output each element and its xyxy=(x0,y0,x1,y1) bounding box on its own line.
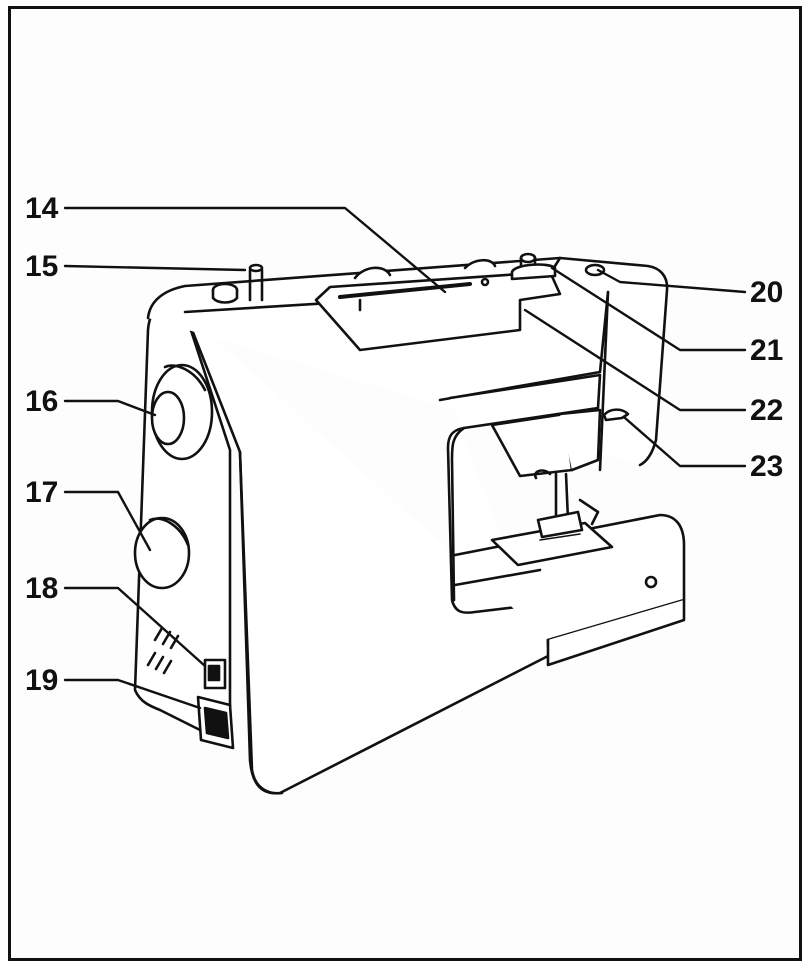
leader-16 xyxy=(63,399,157,417)
label-14: 14 xyxy=(25,192,59,225)
leader-15 xyxy=(63,264,247,272)
diagram-frame xyxy=(8,6,802,961)
leader-17 xyxy=(63,490,152,552)
label-20: 20 xyxy=(750,276,783,309)
leader-20 xyxy=(596,268,747,294)
label-23: 23 xyxy=(750,450,783,483)
label-16: 16 xyxy=(25,385,58,418)
label-21: 21 xyxy=(750,334,783,367)
leader-14 xyxy=(63,206,447,294)
label-18: 18 xyxy=(25,572,58,605)
leader-lines xyxy=(63,206,747,710)
leader-22 xyxy=(523,308,747,412)
leader-21 xyxy=(550,266,747,352)
label-15: 15 xyxy=(25,250,58,283)
label-19: 19 xyxy=(25,664,58,697)
leader-19 xyxy=(63,678,202,710)
leader-23 xyxy=(623,416,747,468)
machine-body xyxy=(133,252,686,795)
label-17: 17 xyxy=(25,476,58,509)
label-22: 22 xyxy=(750,394,783,427)
leader-18 xyxy=(63,586,207,668)
callout-labels: 14 15 16 17 18 19 20 21 22 23 xyxy=(25,192,783,697)
